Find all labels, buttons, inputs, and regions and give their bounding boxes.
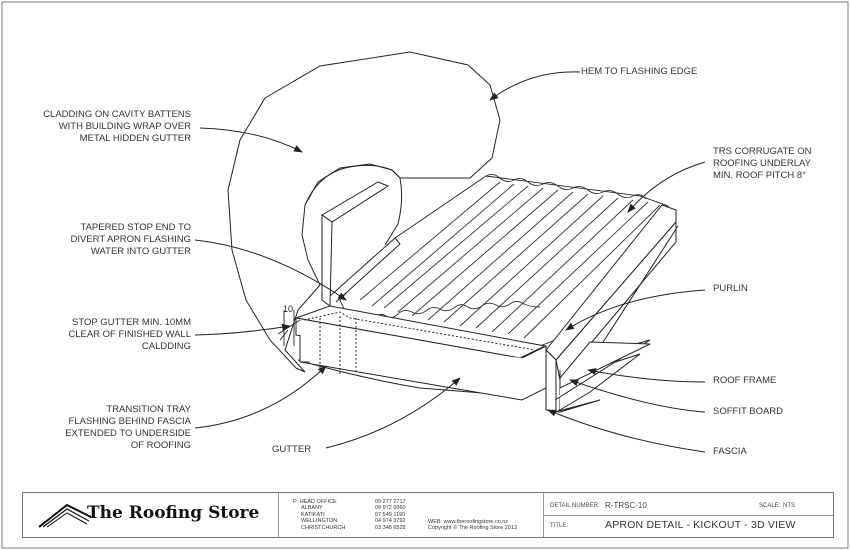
- detail-number-label: DETAIL NUMBER:: [550, 503, 600, 509]
- office-phone: 09 972 0060: [375, 505, 406, 512]
- label-cladding: CLADDING ON CAVITY BATTENS WITH BUILDING…: [28, 109, 191, 145]
- label-transition-line: EXTENDED TO UNDERSIDE: [65, 428, 191, 439]
- office-phone: 04 974 3792: [375, 518, 406, 525]
- label-tapered-line: TAPERED STOP END TO: [80, 222, 191, 233]
- label-soffit: SOFFIT BOARD: [713, 406, 783, 418]
- roof-logo-icon: [38, 503, 92, 528]
- apron-flashing: [321, 181, 401, 307]
- leader-hem: [489, 71, 581, 101]
- drawing-title: APRON DETAIL - KICKOUT - 3D VIEW: [605, 519, 796, 531]
- leader-trs: [627, 161, 706, 213]
- label-transition-line: OF ROOFING: [130, 440, 191, 451]
- dimension-text: 10: [283, 304, 293, 314]
- label-hem-text: HEM TO FLASHING EDGE: [581, 66, 698, 77]
- label-trs: TRS CORRUGATE ON ROOFING UNDERLAY MIN. R…: [713, 146, 812, 182]
- label-transition-line: FLASHING BEHIND FASCIA: [68, 416, 191, 427]
- label-purlin: PURLIN: [713, 283, 748, 295]
- title-block: The Roofing Store P: HEAD OFFICE ALBANY …: [22, 492, 834, 538]
- leader-soffit: [569, 379, 706, 413]
- label-stop-gutter-line: CLEAR OF FINISHED WALL: [68, 329, 191, 340]
- office-phone: 07 549 1190: [375, 511, 406, 518]
- label-roof-frame-text: ROOF FRAME: [713, 375, 777, 386]
- label-hem: HEM TO FLASHING EDGE: [581, 66, 697, 78]
- label-soffit-text: SOFFIT BOARD: [713, 406, 784, 417]
- label-transition: TRANSITION TRAY FLASHING BEHIND FASCIA E…: [40, 404, 191, 452]
- label-stop-gutter-line: CALDDING: [141, 341, 191, 352]
- leader-cladding: [199, 127, 303, 153]
- label-fascia-text: FASCIA: [713, 446, 747, 457]
- leader-transition: [194, 365, 327, 429]
- leader-lines: [194, 71, 706, 453]
- label-tapered: TAPERED STOP END TO DIVERT APRON FLASHIN…: [40, 222, 191, 258]
- office-row: KATIKATI: [301, 511, 325, 518]
- label-trs-line: TRS CORRUGATE ON: [713, 146, 812, 157]
- label-fascia: FASCIA: [713, 446, 747, 458]
- gutter: [294, 305, 547, 401]
- label-tapered-line: WATER INTO GUTTER: [90, 246, 191, 257]
- leader-fascia: [547, 409, 706, 453]
- brand-name: The Roofing Store: [87, 503, 260, 523]
- web-address[interactable]: WEB: www.theroofingstore.co.nz: [428, 519, 509, 525]
- label-trs-line: MIN. ROOF PITCH 8°: [713, 170, 806, 181]
- office-row: CHRISTCHURCH: [301, 524, 346, 531]
- office-phone: 09 277 2717: [375, 499, 406, 505]
- wall-opening: [304, 164, 403, 246]
- label-stop-gutter: STOP GUTTER MIN. 10MM CLEAR OF FINISHED …: [40, 317, 191, 353]
- label-transition-line: TRANSITION TRAY: [106, 404, 191, 415]
- title-label: TITLE:: [550, 523, 569, 529]
- label-cladding-line: WITH BUILDING WRAP OVER: [58, 121, 191, 132]
- label-roof-frame: ROOF FRAME: [713, 375, 776, 387]
- office-list: P: HEAD OFFICE ALBANY KATIKATI WELLINGTO…: [293, 499, 345, 531]
- leader-gutter: [325, 377, 461, 449]
- title-block-divider: [278, 493, 279, 537]
- leader-stop-gutter: [194, 323, 291, 336]
- leader-purlin: [565, 289, 706, 331]
- office-row: ALBANY: [301, 505, 323, 512]
- label-tapered-line: DIVERT APRON FLASHING: [70, 234, 191, 245]
- label-trs-line: ROOFING UNDERLAY: [713, 158, 812, 169]
- office-phone: 03 348 6528: [375, 524, 406, 531]
- label-gutter-text: GUTTER: [272, 444, 312, 455]
- detail-number-value: R-TRSC-10: [605, 501, 647, 510]
- copyright-text: Copyright © The Roofing Store 2013: [428, 525, 517, 531]
- leader-tapered: [194, 239, 347, 301]
- office-row: WELLINGTON: [301, 518, 338, 525]
- label-stop-gutter-line: STOP GUTTER MIN. 10MM: [72, 317, 191, 328]
- label-cladding-line: CLADDING ON CAVITY BATTENS: [43, 109, 191, 120]
- fascia-assembly: [545, 204, 679, 413]
- office-row: P: HEAD OFFICE: [293, 499, 337, 505]
- label-purlin-text: PURLIN: [713, 283, 748, 294]
- label-gutter: GUTTER: [272, 444, 311, 456]
- office-phones: 09 277 2717 09 972 0060 07 549 1190 04 9…: [375, 499, 406, 531]
- soffit-board: [559, 341, 651, 389]
- leader-roof-frame: [587, 368, 706, 383]
- scale-label: SCALE:: [759, 503, 781, 509]
- label-cladding-line: METAL HIDDEN GUTTER: [79, 133, 191, 144]
- scale-value: NTS: [783, 503, 795, 509]
- title-block-hline: [543, 515, 833, 516]
